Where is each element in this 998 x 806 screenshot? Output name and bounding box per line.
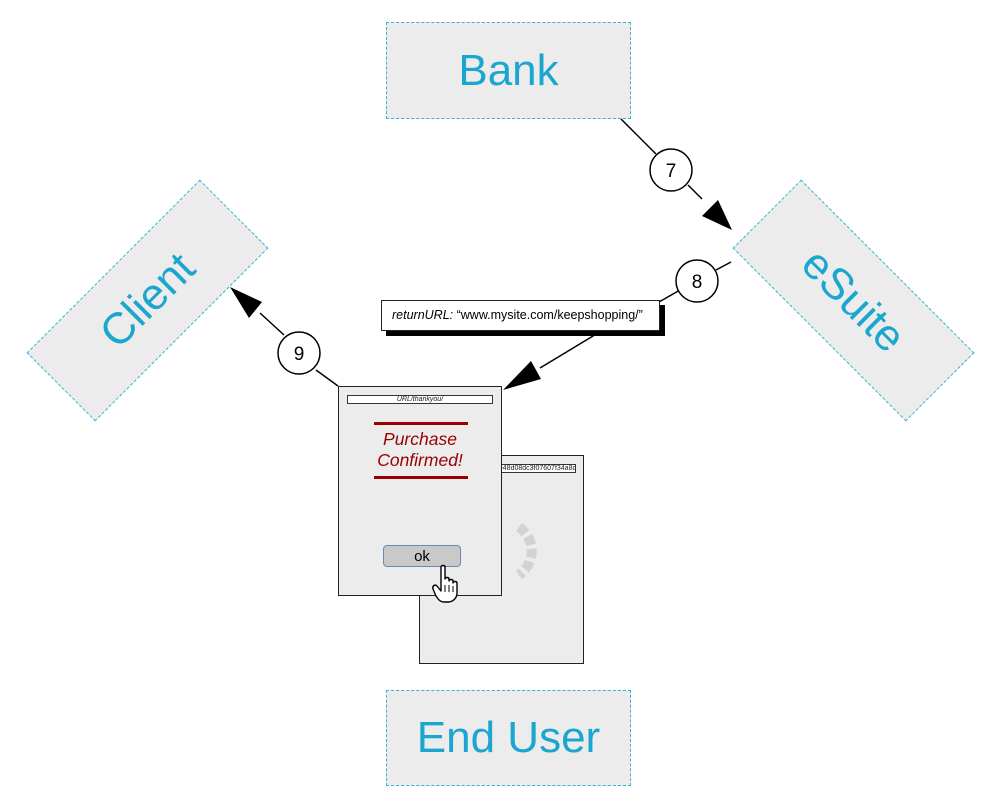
step-8-circle [675, 259, 719, 303]
edge-window-to-client-start [315, 369, 339, 387]
edge-bank-to-esuite-end [687, 184, 703, 200]
confirmation-line-1: Purchase [383, 429, 457, 449]
ok-button[interactable]: ok [383, 545, 461, 567]
step-7-circle [649, 148, 693, 192]
bank-node: Bank [386, 22, 631, 119]
edge-bank-to-esuite-start [620, 118, 657, 155]
spinner-icon [515, 522, 537, 580]
return-url-callout: returnURL: “www.mysite.com/keepshopping/… [381, 300, 660, 331]
bank-label: Bank [458, 45, 559, 95]
edge-callout-to-window-end [539, 332, 599, 369]
bottom-rule [374, 476, 468, 479]
confirmation-browser-window: URL/thankyou/ Purchase Confirmed! ok [338, 386, 502, 596]
callout-value: “www.mysite.com/keepshopping/” [453, 308, 643, 322]
arrowhead-9 [230, 287, 262, 318]
edge-window-to-client-end [259, 312, 285, 336]
step-9-circle [277, 331, 321, 375]
callout-key: returnURL: [392, 308, 454, 322]
end-user-label: End User [416, 713, 601, 762]
top-rule [374, 422, 468, 425]
confirmation-line-2: Confirmed! [377, 450, 463, 470]
arrowhead-7 [702, 200, 732, 230]
edge-esuite-to-callout [715, 261, 732, 271]
step-9-label: 9 [294, 344, 305, 365]
address-bar-front: URL/thankyou/ [347, 395, 493, 404]
confirmation-message: Purchase Confirmed! [339, 429, 501, 471]
step-8-label: 8 [692, 272, 703, 293]
hand-pointer-icon [432, 564, 458, 603]
arrowhead-8 [503, 361, 541, 390]
edge-callout-to-window-start [658, 289, 681, 303]
end-user-node: End User [386, 690, 631, 786]
step-7-label: 7 [666, 161, 677, 182]
